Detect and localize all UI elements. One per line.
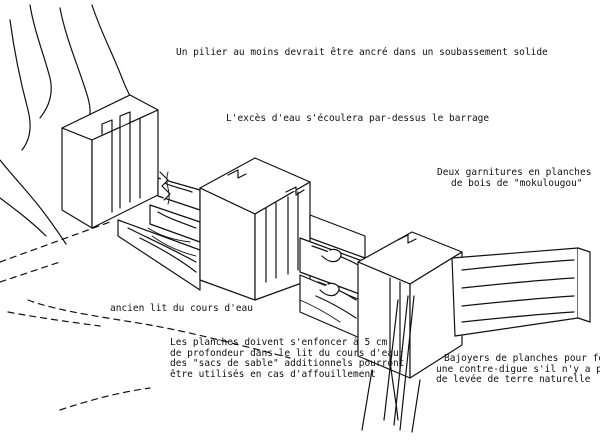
ground-dashed-lines (0, 221, 291, 411)
left-pillar (61, 94, 159, 229)
wing-wall (451, 247, 591, 337)
right-pillar (357, 231, 463, 379)
label-planks-line3: des "sacs de sable" additionnels pourron… (170, 358, 405, 369)
label-overflow: L'excès d'eau s'écoulera par-dessus le b… (226, 113, 490, 124)
label-planks: Les planches doivent s'enfoncer à 5 cm d… (170, 337, 405, 380)
label-lining-line1: Deux garnitures en planches (437, 167, 592, 178)
right-planks (299, 214, 366, 339)
label-pillar-anchor: Un pilier au moins devrait être ancré da… (176, 47, 548, 58)
water-flow-lines (147, 171, 341, 323)
label-lining-line2: de bois de "mokulougou" (451, 177, 583, 189)
label-walls-line3: de levée de terre naturelle (436, 374, 591, 385)
front-stakes (361, 295, 421, 433)
label-walls-line2: une contre-digue s'il n'y a pas (436, 363, 600, 375)
middle-pillar (199, 157, 311, 301)
label-planks-line1: Les planches doivent s'enfoncer à 5 cm (170, 337, 388, 348)
label-planks-line4: être utilisés en cas d'affouillement (170, 368, 376, 380)
label-walls-line1: Bajoyers de planches pour former (444, 353, 600, 364)
label-lining: Deux garnitures en planches de bois de "… (437, 167, 592, 189)
label-planks-line2: de profondeur dans le lit du cours d'eau… (170, 347, 405, 359)
label-wing-walls: Bajoyers de planches pour former une con… (436, 353, 600, 386)
left-planks (117, 171, 201, 291)
label-old-bed: ancien lit du cours d'eau (110, 303, 253, 314)
